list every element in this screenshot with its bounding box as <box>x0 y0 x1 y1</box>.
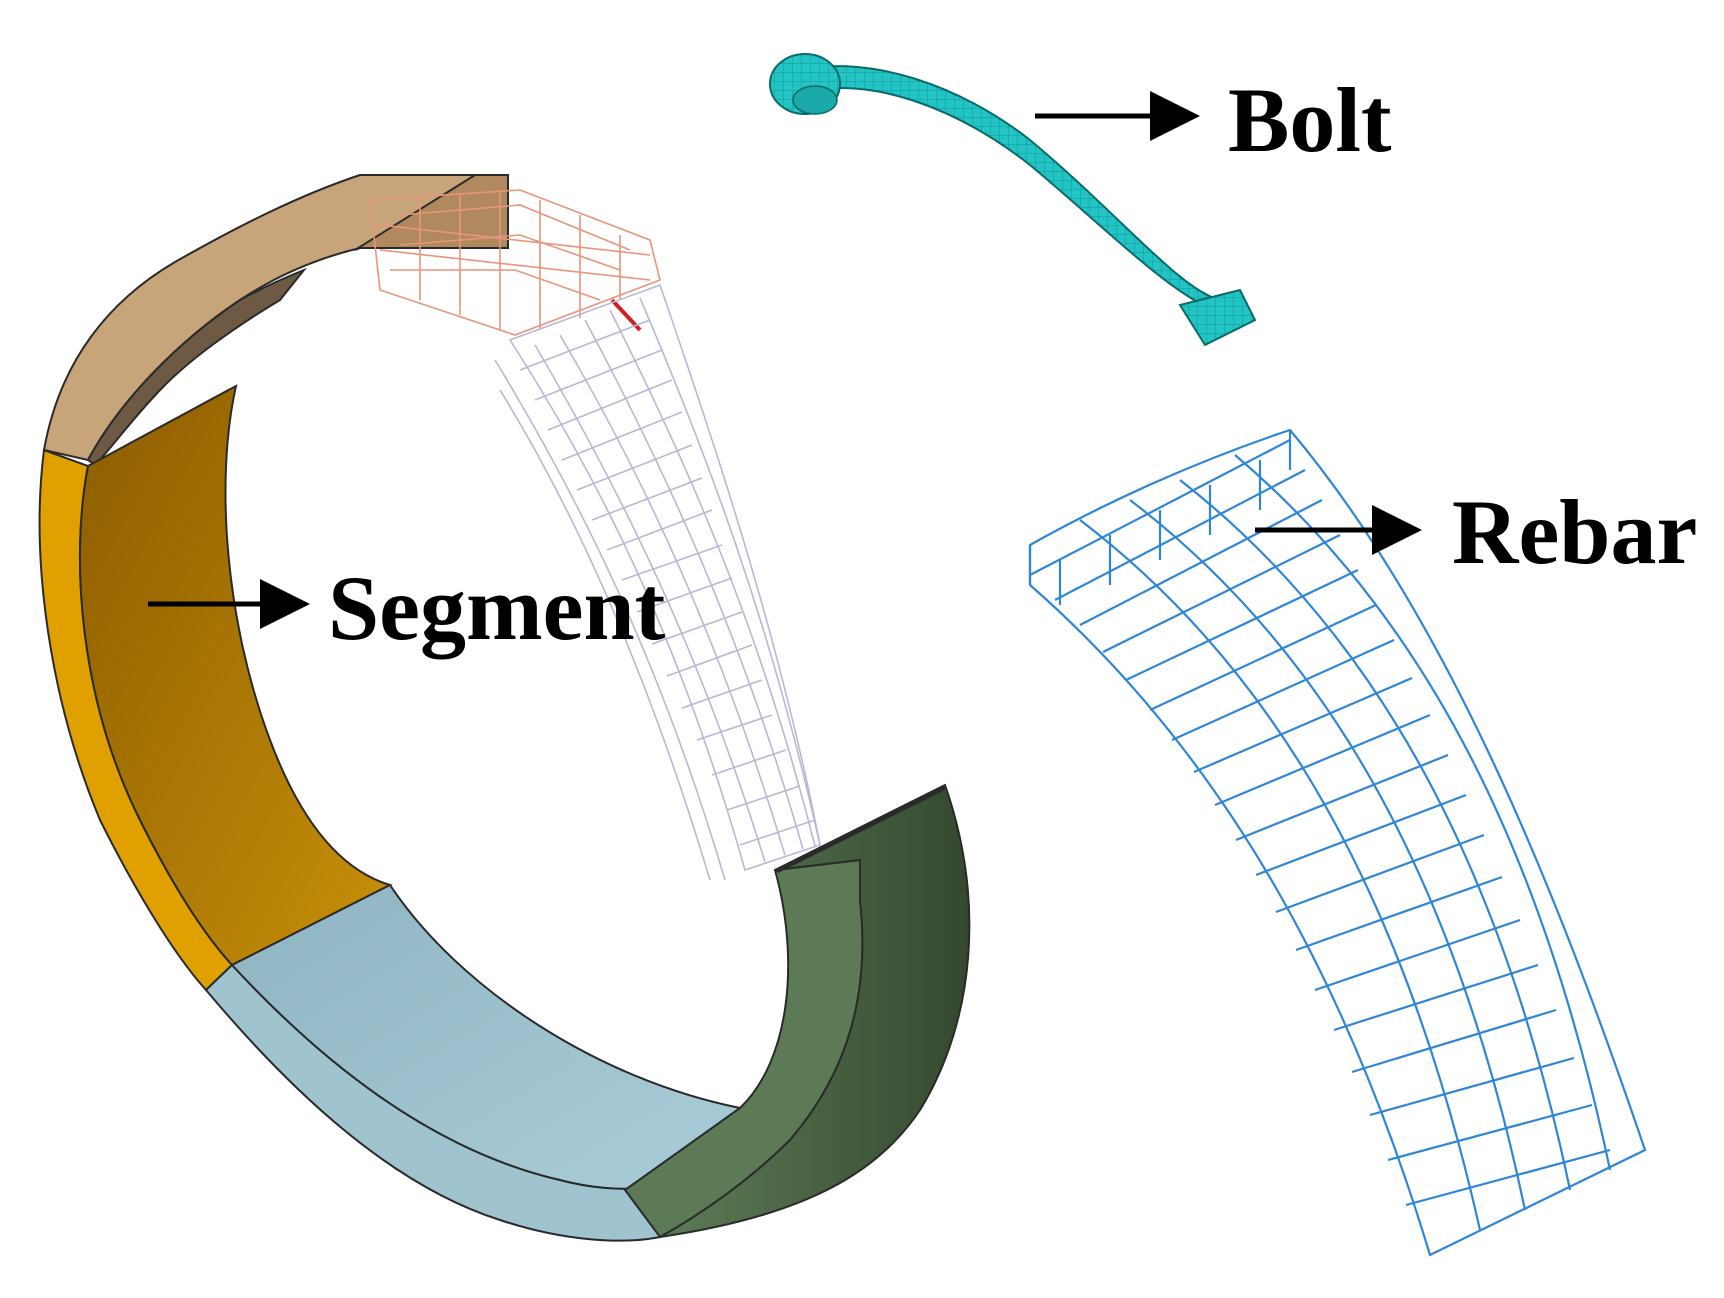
segment-top-inner <box>86 267 308 467</box>
ring-rebar-cage-pink <box>369 189 661 336</box>
arrows <box>148 91 1422 629</box>
segment-bottom-inner <box>230 883 743 1190</box>
bolt-model <box>769 53 1257 347</box>
bolt-label: Bolt <box>1228 69 1392 171</box>
rebar-model <box>1028 428 1647 1257</box>
segment-ring <box>38 174 971 1242</box>
segment-label: Segment <box>328 557 666 659</box>
rebar-label: Rebar <box>1452 481 1698 583</box>
segment-right-endcap <box>775 785 945 873</box>
ring-rebar-cage-grey <box>494 283 821 881</box>
segment-left-inner <box>78 384 393 967</box>
segment-right-face <box>659 783 971 1238</box>
